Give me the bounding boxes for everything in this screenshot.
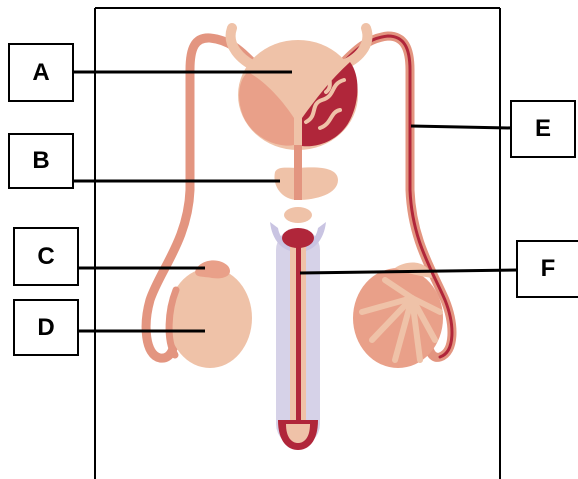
leader-line-f: [300, 270, 518, 273]
label-d-box: D: [13, 299, 79, 356]
label-c-box: C: [13, 227, 79, 286]
prostate: [274, 167, 338, 200]
label-a-box: A: [8, 43, 74, 102]
bulbourethral-gland: [284, 207, 312, 223]
leader-line-e: [411, 126, 512, 128]
right-testis: [353, 263, 443, 368]
penile-urethra: [296, 236, 301, 441]
left-testis: [168, 268, 252, 368]
urethra-prostatic: [294, 145, 302, 200]
label-e-box: E: [510, 100, 576, 158]
label-f-box: F: [516, 240, 578, 298]
label-b-box: B: [8, 133, 74, 189]
bulb: [282, 228, 314, 248]
